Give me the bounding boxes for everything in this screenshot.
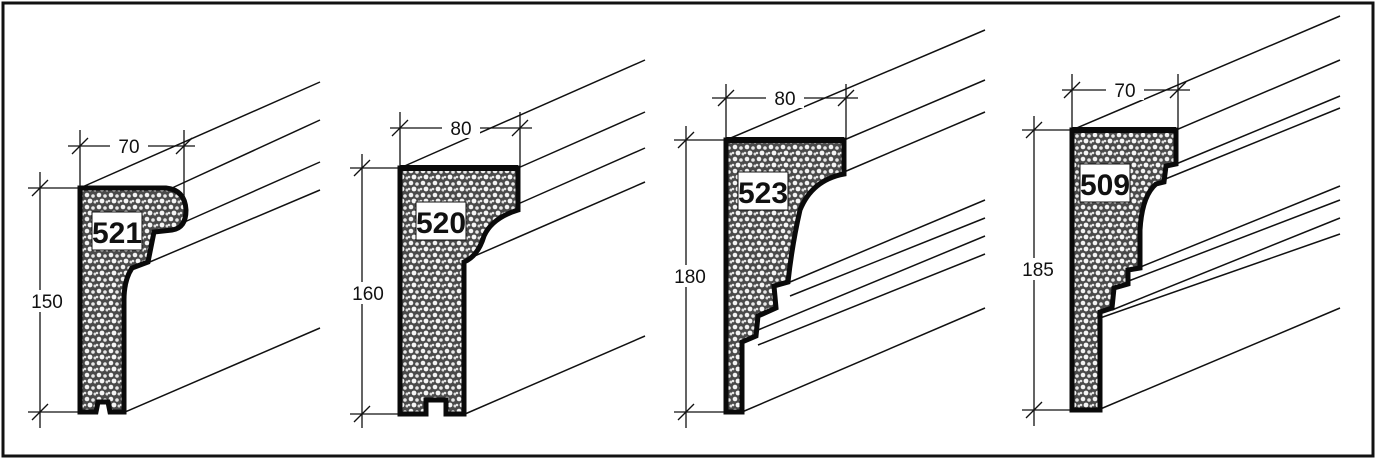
profile-509: 70 185 509 [1018,15,1341,426]
tick-mark [677,403,695,421]
edge-line [179,161,321,225]
label-gap [1106,80,1144,100]
edge-line [1097,307,1341,411]
edge-line [171,119,321,189]
tick-mark [353,405,371,423]
edge-line [1137,185,1341,269]
edge-line [79,81,321,189]
edge-line [399,59,646,169]
tick-mark [1025,121,1043,139]
edge-line [843,79,986,141]
label-gap [28,290,66,312]
tick-mark [31,403,49,421]
height-label: 180 [674,267,706,288]
height-label: 150 [31,292,63,313]
tick-mark [837,89,855,107]
profile-code: 520 [416,207,466,240]
profile-code: 509 [1080,169,1130,202]
edge-line [124,327,321,413]
edge-line [144,189,321,265]
profile-521: 70 150 521 [28,81,321,428]
tick-mark [391,119,409,137]
edge-line [469,181,646,259]
edge-line [1125,199,1341,283]
label-gap [110,136,148,156]
edge-line [517,111,646,169]
code-label-box [737,171,789,211]
width-label: 70 [1114,81,1135,102]
edge-line [464,335,646,415]
code-label-box [91,211,143,251]
height-label: 160 [352,284,384,305]
tick-mark [1063,81,1081,99]
edge-line [1111,217,1341,311]
edge-line [741,307,986,413]
width-label: 80 [450,119,471,140]
tick-mark [353,159,371,177]
tick-mark [677,131,695,149]
label-gap [442,118,480,138]
edge-line [757,235,986,331]
edge-line [789,199,986,283]
profile-523: 80 180 523 [670,29,986,428]
width-label: 70 [118,137,139,158]
edge-line [1071,15,1341,131]
tick-mark [175,137,193,155]
edge-line [789,217,986,297]
label-gap [1018,258,1058,280]
edge-line [517,147,646,205]
label-gap [766,88,804,108]
code-label-box [415,201,467,241]
profile-520: 80 160 520 [348,59,646,428]
height-label: 185 [1022,260,1054,281]
tick-mark [1169,81,1187,99]
profile-code: 523 [738,177,788,210]
tick-mark [511,119,529,137]
edge-line [1099,233,1341,319]
tick-mark [71,137,89,155]
edge-line [757,253,986,346]
width-label: 80 [774,89,795,110]
label-gap [348,282,388,304]
edge-line [843,111,986,173]
label-gap [670,265,710,287]
edge-line [1175,59,1341,131]
tick-mark [1025,401,1043,419]
edge-line [1157,107,1341,183]
edge-line [1175,95,1341,165]
tick-mark [717,89,735,107]
profile-code: 521 [92,217,142,250]
edge-line [725,29,986,141]
tick-mark [31,179,49,197]
code-label-box [1079,163,1131,203]
